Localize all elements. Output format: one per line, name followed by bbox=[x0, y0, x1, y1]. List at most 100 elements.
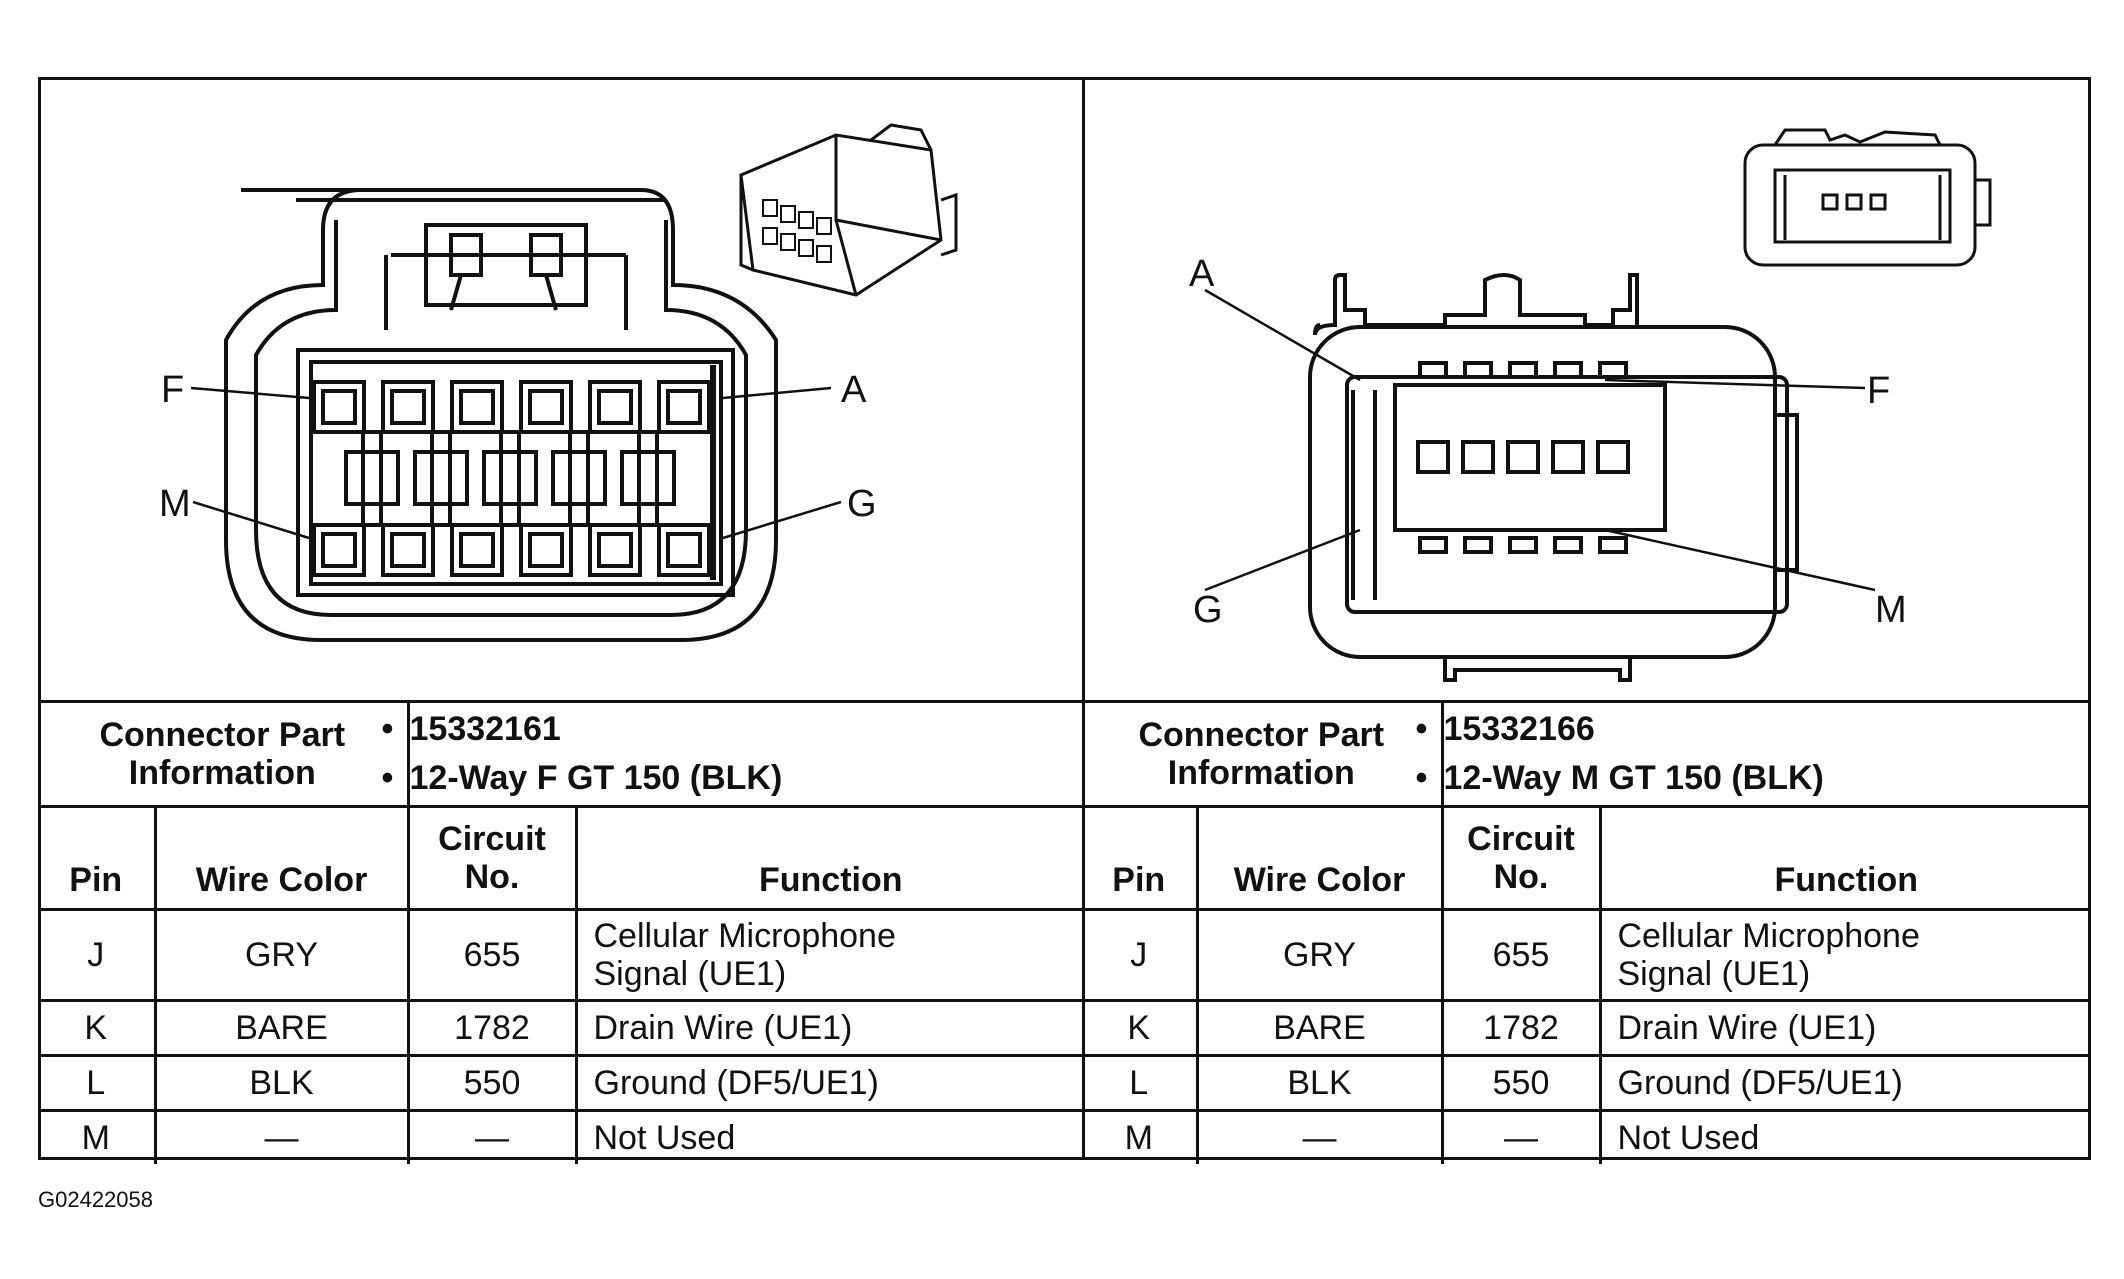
pin-label-a: A bbox=[1189, 253, 1215, 295]
circuit-cell: 550 bbox=[406, 1054, 578, 1112]
terminal bbox=[1551, 440, 1585, 474]
terminal bbox=[1596, 440, 1630, 474]
terminal-bottom bbox=[1598, 536, 1628, 554]
function-cell: Ground (DF5/UE1) bbox=[1598, 1054, 2091, 1112]
pin-cavity-inner bbox=[528, 532, 564, 568]
female-connector-drawing: F A M G bbox=[159, 123, 958, 642]
pin-cell: J bbox=[38, 908, 157, 1002]
terminal-bottom bbox=[1418, 536, 1448, 554]
function-cell: Drain Wire (UE1) bbox=[574, 999, 1084, 1057]
pin-cell: J bbox=[1082, 908, 1199, 1002]
table-row: K BARE 1782 Drain Wire (UE1) bbox=[38, 999, 1084, 1057]
pin-cavity-inner bbox=[390, 389, 426, 425]
wire-color-cell: GRY bbox=[153, 908, 410, 1002]
pin-cavity bbox=[588, 380, 642, 434]
circuit-cell: 550 bbox=[1440, 1054, 1602, 1112]
circuit-cell: 1782 bbox=[406, 999, 578, 1057]
female-pin-cavities bbox=[312, 380, 711, 577]
pin-cell: L bbox=[38, 1054, 157, 1112]
table-row: L BLK 550 Ground (DF5/UE1) bbox=[38, 1054, 1084, 1112]
pin-cavity-divider bbox=[620, 450, 676, 506]
pin-label-f: F bbox=[161, 369, 184, 411]
terminal-bottom bbox=[1463, 536, 1493, 554]
table-row: M — — Not Used bbox=[38, 1109, 1084, 1164]
connector-part-info-values: 15332166 12-Way M GT 150 (BLK) bbox=[1416, 700, 2092, 808]
terminal-top bbox=[1418, 361, 1448, 379]
pin-cavity bbox=[381, 523, 435, 577]
wire-color-cell: BARE bbox=[1195, 999, 1444, 1057]
function-header: Function bbox=[1598, 805, 2091, 911]
male-connector-table: Connector Part Information 15332166 12-W… bbox=[1082, 700, 2091, 1164]
female-connector-3d-icon bbox=[739, 123, 958, 297]
part-number: 15332166 bbox=[1416, 705, 2092, 754]
pin-cavity-web bbox=[430, 430, 452, 527]
pin-cavity-inner bbox=[459, 532, 495, 568]
pin-cavity-web bbox=[499, 430, 521, 527]
pin-label-f: F bbox=[1867, 370, 1890, 412]
circuit-cell: 655 bbox=[406, 908, 578, 1002]
pin-label-m: M bbox=[1875, 589, 1907, 631]
pin-cavity-inner bbox=[597, 532, 633, 568]
pin-cavity-web bbox=[637, 430, 659, 527]
pin-header: Pin bbox=[38, 805, 157, 911]
wire-color-cell: BLK bbox=[153, 1054, 410, 1112]
circuit-cell: — bbox=[406, 1109, 578, 1164]
function-header: Function bbox=[574, 805, 1084, 911]
pin-label-g: G bbox=[1193, 589, 1223, 631]
pin-label-m: M bbox=[159, 483, 191, 525]
pin-cavity-web bbox=[361, 430, 383, 527]
function-cell: Drain Wire (UE1) bbox=[1598, 999, 2091, 1057]
terminal-top bbox=[1598, 361, 1628, 379]
pin-cavity bbox=[657, 380, 711, 434]
connector-part-info-row: Connector Part Information 15332161 12-W… bbox=[38, 700, 1085, 808]
pin-cavity-inner bbox=[390, 532, 426, 568]
circuit-cell: — bbox=[1440, 1109, 1602, 1164]
table-row: L BLK 550 Ground (DF5/UE1) bbox=[1082, 1054, 2091, 1112]
table-row: M — — Not Used bbox=[1082, 1109, 2091, 1164]
panel-divider bbox=[1082, 77, 1085, 1160]
terminal-top bbox=[1463, 361, 1493, 379]
pin-cavity-inner bbox=[528, 389, 564, 425]
function-cell: Not Used bbox=[1598, 1109, 2091, 1164]
pin-cavity-divider bbox=[413, 450, 469, 506]
pin-cavity bbox=[588, 523, 642, 577]
female-connector-table: Connector Part Information 15332161 12-W… bbox=[38, 700, 1084, 1164]
connector-part-info-row: Connector Part Information 15332166 12-W… bbox=[1082, 700, 2092, 808]
pin-cavity-inner bbox=[321, 389, 357, 425]
wire-color-cell: — bbox=[153, 1109, 410, 1164]
wire-color-header: Wire Color bbox=[1195, 805, 1444, 911]
pin-cavity bbox=[450, 380, 504, 434]
connector-part-info-values: 15332161 12-Way F GT 150 (BLK) bbox=[382, 700, 1085, 808]
pin-cavity-divider bbox=[551, 450, 607, 506]
wire-color-cell: GRY bbox=[1195, 908, 1444, 1002]
function-cell: Ground (DF5/UE1) bbox=[574, 1054, 1084, 1112]
terminal bbox=[1461, 440, 1495, 474]
circuit-cell: 655 bbox=[1440, 908, 1602, 1002]
male-connector-drawing: A F G M bbox=[1189, 128, 1992, 682]
pin-cavity-inner bbox=[459, 389, 495, 425]
part-number: 15332161 bbox=[382, 705, 1085, 754]
pin-cavity-web bbox=[568, 430, 590, 527]
part-description: 12-Way M GT 150 (BLK) bbox=[1416, 754, 2092, 803]
pin-cavity-inner bbox=[666, 389, 702, 425]
pin-cavity bbox=[519, 523, 573, 577]
part-description: 12-Way F GT 150 (BLK) bbox=[382, 754, 1085, 803]
terminal-bottom bbox=[1508, 536, 1538, 554]
wire-color-cell: BARE bbox=[153, 999, 410, 1057]
circuit-cell: 1782 bbox=[1440, 999, 1602, 1057]
pin-cell: K bbox=[38, 999, 157, 1057]
pin-cavity-divider bbox=[344, 450, 400, 506]
wire-color-cell: — bbox=[1195, 1109, 1444, 1164]
pin-cavity bbox=[381, 380, 435, 434]
male-connector-3d-icon bbox=[1743, 128, 1992, 267]
pin-cavity-inner bbox=[666, 532, 702, 568]
pin-cavity bbox=[519, 380, 573, 434]
pin-cavity bbox=[450, 523, 504, 577]
pin-label-g: G bbox=[847, 483, 877, 525]
connector-part-info-label: Connector Part Information bbox=[38, 700, 410, 808]
